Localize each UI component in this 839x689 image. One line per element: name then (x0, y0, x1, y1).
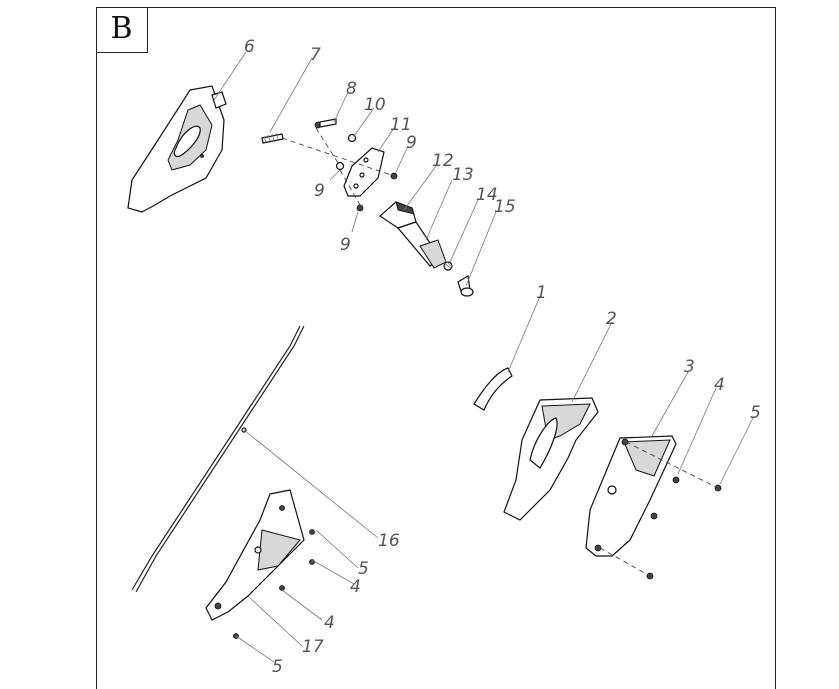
callout-9-lower: 9 (340, 235, 351, 255)
callout-17: 17 (302, 637, 324, 657)
callout-5-mid: 5 (358, 559, 369, 579)
callout-4-right: 4 (714, 375, 725, 395)
part-11-plate (343, 147, 385, 197)
callout-5-right: 5 (750, 403, 761, 423)
callout-16: 16 (378, 531, 400, 551)
part-6-handle-shell (127, 85, 227, 213)
part-15-knob (457, 275, 474, 297)
part-14-spring (443, 259, 453, 271)
callout-6: 6 (244, 37, 255, 57)
part-1-grip (473, 367, 513, 411)
callout-4-mid: 4 (350, 577, 361, 597)
callout-5-bottom: 5 (272, 657, 283, 677)
callout-9-left: 9 (314, 181, 325, 201)
part-17-housing (205, 489, 305, 621)
screw-17-a (309, 529, 315, 535)
callout-7: 7 (310, 45, 321, 65)
part-9-nut-lower (356, 204, 364, 212)
drawing-frame (96, 7, 776, 689)
callout-13: 13 (452, 165, 474, 185)
section-label: B (96, 7, 148, 53)
callout-4-lower: 4 (324, 613, 335, 633)
screw-right-mid (650, 512, 658, 520)
callout-1: 1 (536, 283, 547, 303)
part-9-nut-left (335, 161, 345, 171)
part-10-washer (347, 133, 357, 143)
callout-2: 2 (606, 309, 617, 329)
callout-3: 3 (684, 357, 695, 377)
part-8-screw (314, 118, 337, 129)
callout-15: 15 (494, 197, 516, 217)
part-12-13-lever (379, 201, 447, 269)
callout-14: 14 (476, 185, 498, 205)
callout-9-top: 9 (406, 133, 417, 153)
callout-10: 10 (364, 95, 386, 115)
part-4-screw-right (672, 476, 680, 484)
part-3-housing (585, 435, 677, 557)
screw-17-c (279, 585, 285, 591)
callout-11: 11 (390, 115, 412, 135)
callout-12: 12 (432, 151, 454, 171)
part-7-spring (261, 132, 284, 144)
part-2-handle (503, 397, 599, 521)
callout-8: 8 (346, 79, 357, 99)
